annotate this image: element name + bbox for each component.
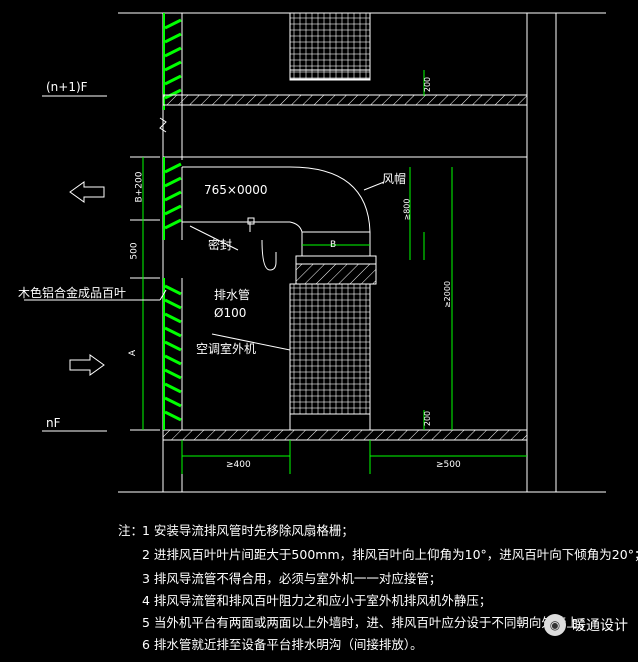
- green-dims: [142, 70, 527, 474]
- note-6: 6 排水管就近排至设备平台排水明沟（间接排放）。: [142, 637, 423, 652]
- b-label: B: [330, 240, 337, 250]
- exhaust-duct: [182, 166, 371, 256]
- upper-outdoor-unit: [289, 12, 371, 80]
- watermark: ◉ 暖通设计: [544, 614, 628, 636]
- floor-label-lower: nF: [46, 416, 61, 430]
- unit-leader: [211, 333, 291, 351]
- upper-floor-slab: [162, 94, 528, 106]
- wechat-icon: ◉: [544, 614, 566, 636]
- seal-label: 密封: [208, 238, 233, 252]
- dim-200-top: 200: [423, 76, 433, 93]
- dim-ge500: ≥500: [436, 460, 461, 470]
- dim-a: A: [128, 349, 139, 357]
- dim-ge800: ≥800: [402, 198, 412, 221]
- louver-label: 木色铝合金成品百叶: [18, 286, 127, 300]
- exhaust-arrow-icon: [69, 181, 105, 203]
- notes-heading: 注：: [118, 523, 144, 538]
- note-5: 5 当外机平台有两面或两面以上外墙时，进、排风百叶应分设于不同朝向外墙上；: [142, 615, 592, 630]
- lower-floor-slab: [162, 429, 528, 441]
- dim-b-plus-200: B+200: [134, 171, 145, 203]
- note-4: 4 排风导流管和排风百叶阻力之和应小于室外机排风机外静压；: [142, 593, 492, 608]
- section-drawing: [24, 12, 606, 493]
- note-2: 2 进排风百叶叶片间距大于500mm，排风百叶向上仰角为10°，进风百叶向下倾角…: [142, 547, 638, 562]
- drain-pipe-label: 排水管: [214, 288, 251, 302]
- dim-ge400: ≥400: [226, 460, 251, 470]
- drain-diameter-label: Ø100: [214, 306, 247, 320]
- upper-louver: [163, 13, 182, 110]
- lower-louver-intake: [163, 278, 182, 430]
- outdoor-unit-label: 空调室外机: [196, 342, 257, 356]
- lower-louver-exhaust: [163, 157, 182, 240]
- wall-break-mark: [159, 117, 167, 133]
- note-1: 1 安装导流排风管时先移除风扇格栅；: [142, 523, 354, 538]
- floor-label-upper: (n+1)F: [46, 80, 88, 94]
- hood-label: 风帽: [382, 172, 407, 186]
- seal-leader: [189, 225, 239, 251]
- intake-arrow-icon: [69, 354, 105, 376]
- dim-200-mid: 200: [423, 410, 433, 427]
- dim-500: 500: [129, 242, 140, 260]
- note-3: 3 排风导流管不得合用，必须与室外机一一对应接管；: [142, 571, 442, 586]
- lower-outdoor-unit: [289, 283, 371, 415]
- duct-size-label: 765×0000: [204, 183, 268, 197]
- watermark-text: 暖通设计: [572, 618, 628, 634]
- dim-ge2000: ≥2000: [443, 280, 453, 309]
- drain-pipe: [249, 222, 277, 271]
